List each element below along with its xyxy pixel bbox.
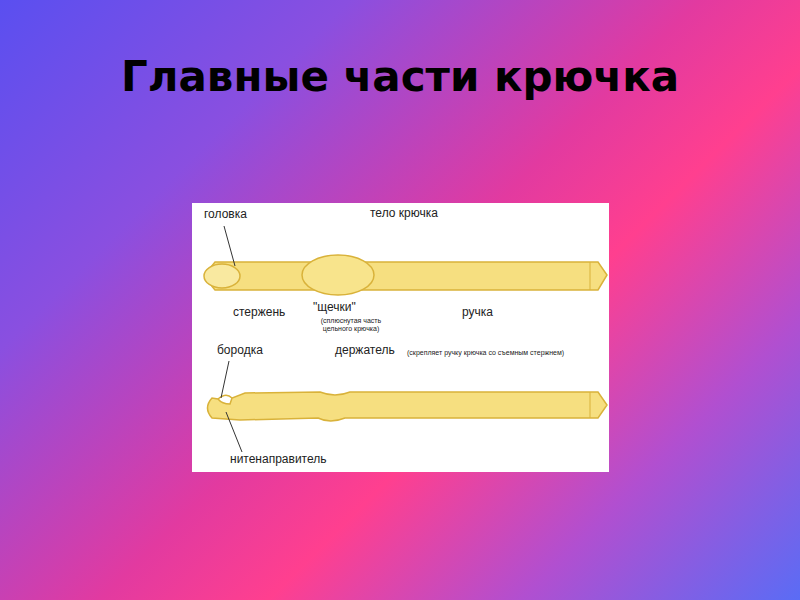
part-note: (сплюснутая часть цельного крючка) — [312, 317, 390, 332]
part-note: (скрепляет ручку крючка со съемным стерж… — [407, 349, 564, 357]
hook-side-body — [208, 392, 608, 421]
hook-head — [204, 264, 240, 288]
part-label: "щечки" — [313, 301, 356, 314]
part-label: головка — [204, 208, 247, 221]
hook-end — [590, 262, 591, 290]
part-label: нитенаправитель — [230, 453, 326, 466]
image-panel — [192, 203, 609, 472]
part-label: бородка — [217, 344, 263, 357]
hook-top-body — [209, 262, 608, 290]
leader-line — [226, 412, 242, 452]
slide-title: Главные части крючка — [0, 52, 800, 101]
leader-line — [221, 361, 229, 398]
hook-end — [590, 392, 591, 418]
hook-throat — [218, 395, 232, 399]
part-label: ручка — [462, 306, 493, 319]
hook-cheeks — [302, 255, 374, 295]
part-label: тело крючка — [370, 207, 438, 220]
part-label: стержень — [233, 306, 285, 319]
part-label: держатель — [335, 344, 395, 357]
leader-line — [224, 226, 235, 266]
